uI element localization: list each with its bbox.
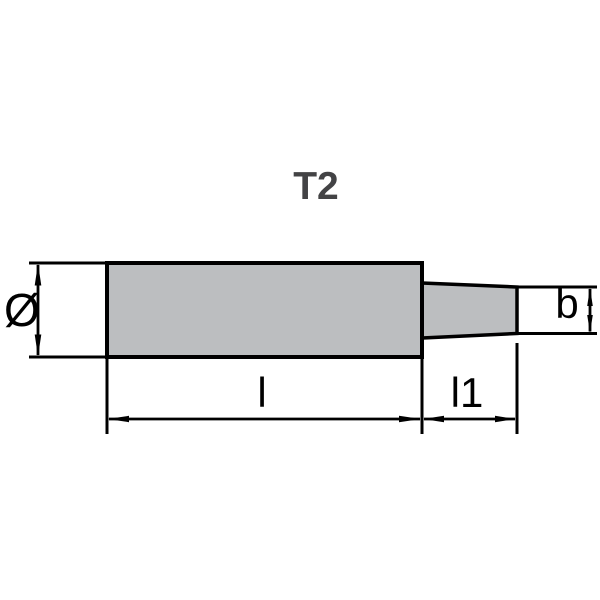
body-length-label: l: [257, 369, 266, 416]
body-length-dimension: l: [105, 358, 424, 434]
part-outline: [105, 261, 519, 359]
tip-diameter-label: b: [555, 280, 578, 327]
arrowhead-down-icon: [587, 315, 593, 333]
diameter-label: Ø: [4, 284, 40, 336]
arrowhead-right-icon: [399, 415, 421, 423]
arrowhead-right-icon: [495, 415, 516, 423]
anode-taper-plug: [420, 281, 519, 340]
tip-length-label: l1: [451, 369, 484, 416]
diameter-dimension: Ø: [4, 261, 107, 359]
arrowhead-up-icon: [587, 287, 593, 306]
arrowhead-left-icon: [107, 415, 129, 423]
tip-length-dimension: l1: [423, 343, 519, 434]
tip-diameter-dimension: b: [518, 280, 597, 335]
drawing-title: T2: [293, 165, 339, 208]
anode-body: [105, 261, 424, 359]
arrowhead-up-icon: [34, 263, 42, 286]
arrowhead-left-icon: [423, 415, 444, 423]
arrowhead-down-icon: [34, 334, 42, 357]
